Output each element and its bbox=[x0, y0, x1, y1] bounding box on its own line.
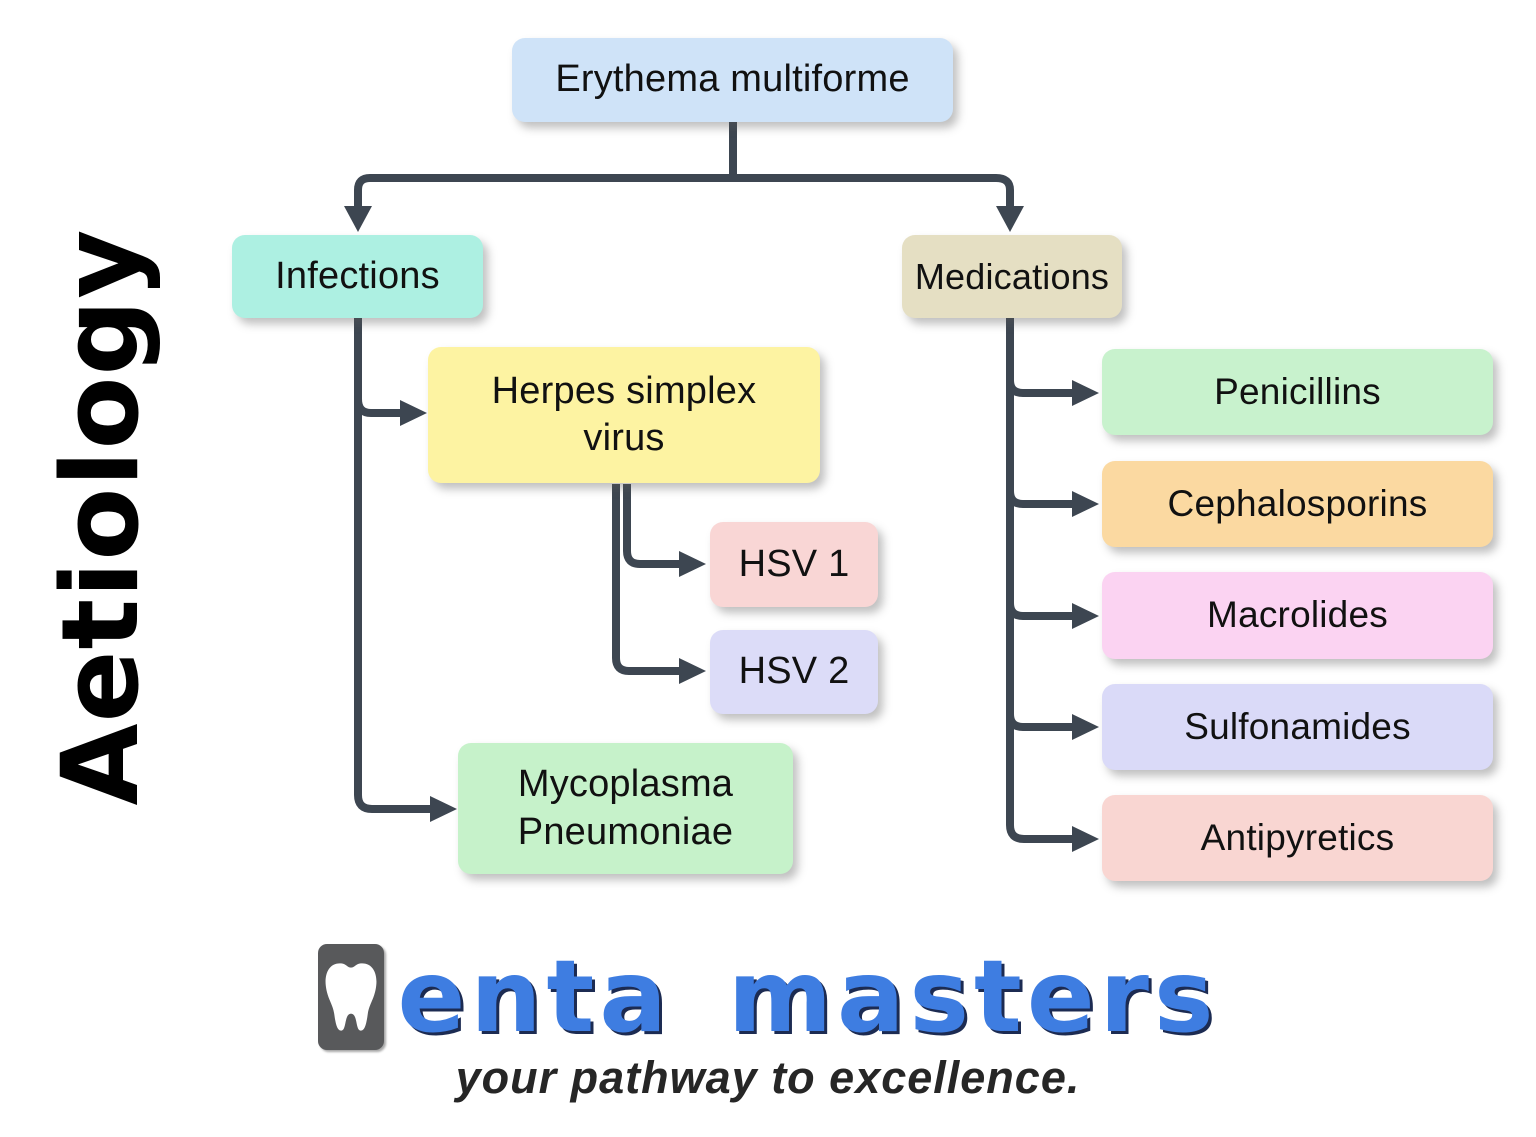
section-title-aetiology: Aetiology bbox=[38, 228, 162, 806]
connector-herpes-to-hsv1 bbox=[623, 484, 706, 577]
connector-infections-to-herpes bbox=[354, 398, 427, 426]
connector-erythema-to-branches bbox=[344, 122, 1024, 232]
node-label: Antipyretics bbox=[1200, 816, 1395, 858]
brand-word-denta: enta bbox=[397, 938, 672, 1055]
brand-word-masters: masters bbox=[727, 938, 1219, 1055]
connector-medications-to-macrolides bbox=[1006, 602, 1099, 629]
node-label: Herpes simplex virus bbox=[491, 369, 757, 460]
node-label: HSV 1 bbox=[738, 542, 850, 585]
node-sulfonamides: Sulfonamides bbox=[1102, 684, 1493, 770]
node-macrolides: Macrolides bbox=[1102, 572, 1493, 659]
node-medications: Medications bbox=[902, 235, 1122, 318]
brand-tagline: your pathway to excellence. bbox=[455, 1052, 1081, 1103]
node-label: Sulfonamides bbox=[1184, 705, 1411, 747]
connector-herpes-to-hsv2 bbox=[612, 484, 706, 684]
node-label: Penicillins bbox=[1214, 370, 1381, 412]
node-hsv-2: HSV 2 bbox=[710, 630, 878, 714]
node-label: Erythema multiforme bbox=[555, 58, 910, 101]
connector-medications-to-sulfonamides bbox=[1006, 713, 1099, 740]
node-cephalosporins: Cephalosporins bbox=[1102, 461, 1493, 547]
connector-medications-to-antipyretics bbox=[1006, 318, 1099, 852]
connector-medications-to-cephalosporins bbox=[1006, 490, 1099, 517]
node-mycoplasma-pneumoniae: Mycoplasma Pneumoniae bbox=[458, 743, 793, 874]
node-label: HSV 2 bbox=[738, 650, 850, 693]
node-label: Macrolides bbox=[1207, 594, 1388, 636]
node-infections: Infections bbox=[232, 235, 483, 318]
node-herpes-simplex-virus: Herpes simplex virus bbox=[428, 347, 820, 483]
brand-logo: enta masters bbox=[0, 944, 1536, 1050]
connector-infections-to-mycoplasma bbox=[354, 318, 457, 822]
connector-medications-to-penicillins bbox=[1006, 379, 1099, 406]
node-label: Cephalosporins bbox=[1167, 482, 1428, 524]
tooth-logo-icon bbox=[317, 944, 384, 1050]
node-label: Infections bbox=[275, 254, 440, 297]
node-label: Medications bbox=[914, 256, 1110, 297]
node-penicillins: Penicillins bbox=[1102, 349, 1493, 435]
node-antipyretics: Antipyretics bbox=[1102, 795, 1493, 881]
node-erythema-multiforme: Erythema multiforme bbox=[512, 38, 953, 122]
node-hsv-1: HSV 1 bbox=[710, 522, 878, 607]
node-label: Mycoplasma Pneumoniae bbox=[517, 763, 734, 853]
